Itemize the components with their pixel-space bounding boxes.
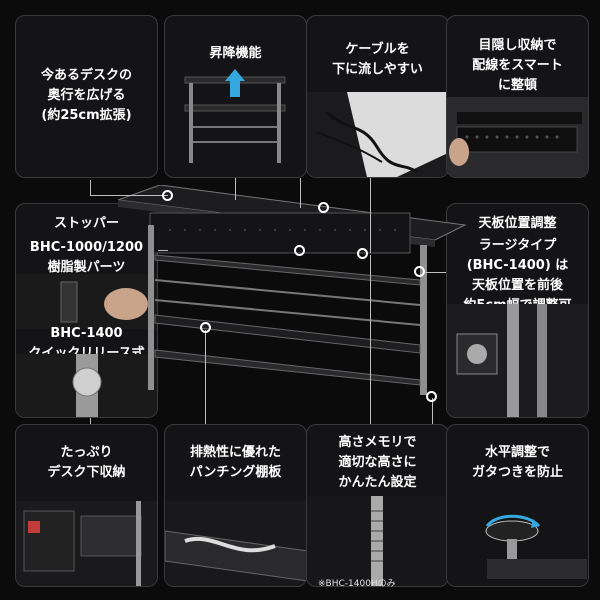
tile-text: 昇降機能 [209, 46, 262, 61]
callout-dot [318, 202, 329, 213]
stopper-title: ストッパー [53, 216, 119, 231]
hidden-storage-photo [447, 97, 588, 177]
stopper-sub-1000: BHC-1000/1200 樹脂製パーツ [29, 240, 144, 275]
leader-line [432, 398, 433, 428]
cable-photo [307, 92, 448, 177]
leader-line [235, 178, 236, 200]
tile-text: 高さメモリで 適切な高さに かんたん設定 [338, 435, 417, 490]
top-position-title: 天板位置調整 [478, 216, 557, 231]
tile-text: 目隠し収納で 配線をスマート に整頓 [472, 38, 563, 93]
leader-line [425, 272, 446, 273]
callout-dot [357, 248, 368, 259]
leader-line [300, 178, 301, 208]
leveling-photo [447, 501, 588, 586]
feature-tile-lift-function: 昇降機能 [164, 15, 307, 178]
feature-tile-leveling: 水平調整で ガタつきを防止 [446, 424, 589, 587]
leader-line [90, 418, 91, 428]
leader-line [158, 250, 168, 251]
tile-text: 排熱性に優れた パンチング棚板 [189, 445, 282, 480]
feature-tile-punching-shelf: 排熱性に優れた パンチング棚板 [164, 424, 307, 587]
feature-tile-under-desk-storage: たっぷり デスク下収納 [15, 424, 158, 587]
leader-line [370, 255, 371, 428]
stopper-photo-bottom [16, 354, 157, 417]
callout-dot [294, 245, 305, 256]
feature-tile-top-position: 天板位置調整 ラージタイプ (BHC-1400) は 天板位置を前後 約5cm幅… [446, 203, 589, 418]
shelf-lift-illustration [184, 69, 286, 163]
footnote: ※BHC-1400Hのみ [318, 579, 396, 589]
callout-dot [200, 322, 211, 333]
callout-dot [162, 190, 173, 201]
feature-tile-stopper: ストッパー BHC-1000/1200 樹脂製パーツ BHC-1400 クイック… [15, 203, 158, 418]
punching-shelf-photo [165, 501, 306, 586]
feature-tile-height-scale: 高さメモリで 適切な高さに かんたん設定 [306, 424, 449, 587]
tile-text: ケーブルを 下に流しやすい [332, 42, 423, 77]
tile-text: たっぷり デスク下収納 [47, 445, 126, 480]
tile-text: 水平調整で ガタつきを防止 [471, 445, 563, 480]
under-desk-photo [16, 501, 157, 586]
leader-line [370, 178, 371, 253]
feature-tile-hidden-storage: 目隠し収納で 配線をスマート に整頓 [446, 15, 589, 178]
feature-tile-depth-extension: 今あるデスクの 奥行を広げる (約25cm拡張) [15, 15, 158, 178]
feature-tile-cable-routing: ケーブルを 下に流しやすい [306, 15, 449, 178]
stopper-photo-top [16, 274, 157, 329]
callout-dot [426, 391, 437, 402]
desk-shelf-illustration [117, 185, 467, 395]
top-position-photo [447, 304, 588, 417]
leader-line [90, 180, 91, 195]
tile-text: 今あるデスクの 奥行を広げる (約25cm拡張) [40, 68, 132, 123]
callout-dot [414, 266, 425, 277]
height-scale-photo [307, 496, 448, 586]
leader-line [205, 330, 206, 428]
leader-line [90, 195, 168, 196]
